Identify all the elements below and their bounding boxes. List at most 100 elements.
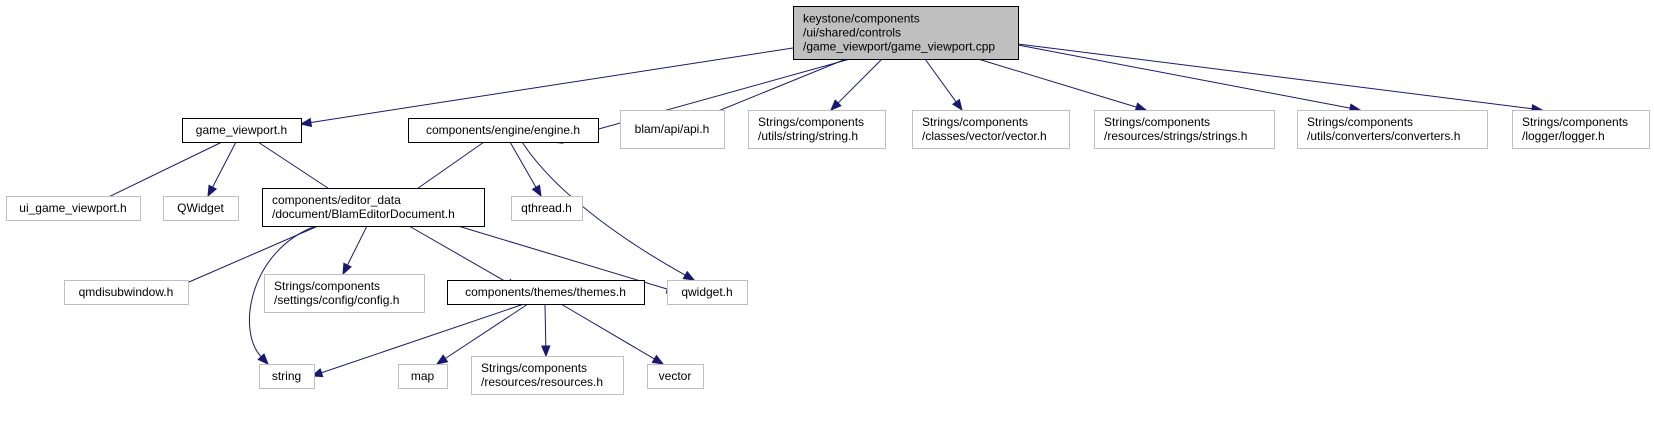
node-label: qmdisubwindow.h (79, 285, 174, 299)
edge-line (248, 225, 317, 358)
node-n17[interactable]: string (259, 364, 315, 389)
node-box (398, 364, 448, 389)
node-n1[interactable]: game_viewport.h (182, 118, 302, 143)
node-label: components/editor_data (272, 193, 401, 207)
edge-n0-to-n3 (699, 58, 847, 119)
arrow-head (435, 354, 449, 365)
node-n20[interactable]: vector (647, 364, 704, 389)
node-n10[interactable]: QWidget (163, 196, 239, 221)
edge-line (457, 225, 668, 290)
edge-line (445, 303, 529, 359)
edge-n1-to-n10 (207, 141, 237, 198)
node-n5[interactable]: Strings/components/classes/vector/vector… (912, 110, 1070, 149)
edge-n15-to-n18 (435, 303, 529, 365)
edge-n0-to-n5 (924, 58, 963, 112)
node-label: map (411, 369, 435, 383)
node-n4[interactable]: Strings/components/utils/string/string.h (748, 110, 886, 149)
edge-line (100, 141, 223, 202)
node-box (182, 118, 302, 143)
node-label: game_viewport.h (196, 123, 287, 137)
node-n6[interactable]: Strings/components/resources/strings/str… (1094, 110, 1275, 149)
node-label: /classes/vector/vector.h (922, 129, 1047, 143)
edge-n0-to-n4 (830, 58, 883, 111)
edge-n0-to-n8 (1017, 43, 1544, 114)
node-n7[interactable]: Strings/components/utils/converters/conv… (1297, 110, 1488, 149)
arrow-head (207, 184, 218, 198)
edge-line (544, 303, 547, 347)
node-n14[interactable]: Strings/components/settings/config/confi… (264, 274, 425, 313)
node-label: Strings/components (274, 279, 380, 293)
node-box (748, 110, 886, 149)
edge-n1-to-n9 (90, 141, 223, 206)
edge-line (411, 141, 485, 193)
node-box (912, 110, 1070, 149)
node-label: /utils/string/string.h (758, 129, 858, 143)
node-box (264, 274, 425, 313)
node-label: qwidget.h (681, 285, 732, 299)
node-n16[interactable]: qwidget.h (667, 280, 748, 305)
node-box (1512, 110, 1650, 149)
edge-line (257, 141, 335, 193)
node-n9[interactable]: ui_game_viewport.h (6, 196, 141, 221)
edge-line (321, 303, 525, 374)
node-box (64, 280, 189, 305)
edge-n2-to-n16 (521, 141, 696, 281)
node-box (793, 6, 1019, 60)
edge-line (1017, 44, 1351, 109)
edge-line (977, 58, 1137, 108)
node-n13[interactable]: qmdisubwindow.h (64, 280, 189, 305)
node-box (447, 280, 645, 305)
node-label: qthread.h (521, 201, 572, 215)
node-label: /document/BlamEditorDocument.h (272, 207, 455, 221)
node-label: Strings/components (758, 115, 864, 129)
node-n19[interactable]: Strings/components/resources/resources.h (471, 356, 624, 395)
node-label: components/themes/themes.h (465, 285, 626, 299)
edge-line (561, 58, 851, 140)
edge-n15-to-n19 (541, 303, 551, 358)
node-n12[interactable]: qthread.h (511, 196, 583, 221)
arrow-head (951, 98, 963, 112)
node-label: keystone/components (803, 12, 920, 26)
node-label: Strings/components (1522, 115, 1628, 129)
node-label: /resources/strings/strings.h (1104, 129, 1247, 143)
node-label: /utils/converters/converters.h (1307, 129, 1460, 143)
node-label: Strings/components (481, 361, 587, 375)
nodes-layer: keystone/components/ui/shared/controls/g… (6, 6, 1650, 395)
node-label: Strings/components (1104, 115, 1210, 129)
node-n8[interactable]: Strings/components/logger/logger.h (1512, 110, 1650, 149)
arrow-head (1134, 102, 1148, 112)
node-box (667, 280, 748, 305)
edge-line (408, 225, 509, 284)
node-n3[interactable]: blam/api/api.h (620, 110, 725, 149)
node-box (511, 196, 583, 221)
node-box (620, 110, 725, 149)
node-n0[interactable]: keystone/components/ui/shared/controls/g… (793, 6, 1019, 60)
node-box (262, 188, 485, 227)
node-box (163, 196, 239, 221)
node-label: ui_game_viewport.h (19, 201, 126, 215)
edge-line (509, 141, 537, 188)
edge-n2-to-n12 (509, 141, 542, 198)
edge-line (521, 141, 686, 276)
edge-n15-to-n20 (560, 303, 665, 365)
node-box (1297, 110, 1488, 149)
node-n15[interactable]: components/themes/themes.h (447, 280, 645, 305)
node-box (647, 364, 704, 389)
edge-line (174, 225, 319, 289)
edge-line (347, 225, 368, 266)
node-n2[interactable]: components/engine/engine.h (408, 118, 599, 143)
node-n11[interactable]: components/editor_data/document/BlamEdit… (262, 188, 485, 227)
arrow-head (342, 262, 352, 276)
node-box (408, 118, 599, 143)
edge-n11-to-n14 (342, 225, 368, 276)
edge-line (710, 58, 847, 115)
node-box (6, 196, 141, 221)
edge-line (924, 58, 957, 103)
node-label: /game_viewport/game_viewport.cpp (803, 40, 995, 54)
edge-line (560, 303, 655, 360)
node-box (471, 356, 624, 395)
node-label: /resources/resources.h (481, 375, 603, 389)
edge-n11-to-n17 (248, 225, 317, 365)
node-n18[interactable]: map (398, 364, 448, 389)
